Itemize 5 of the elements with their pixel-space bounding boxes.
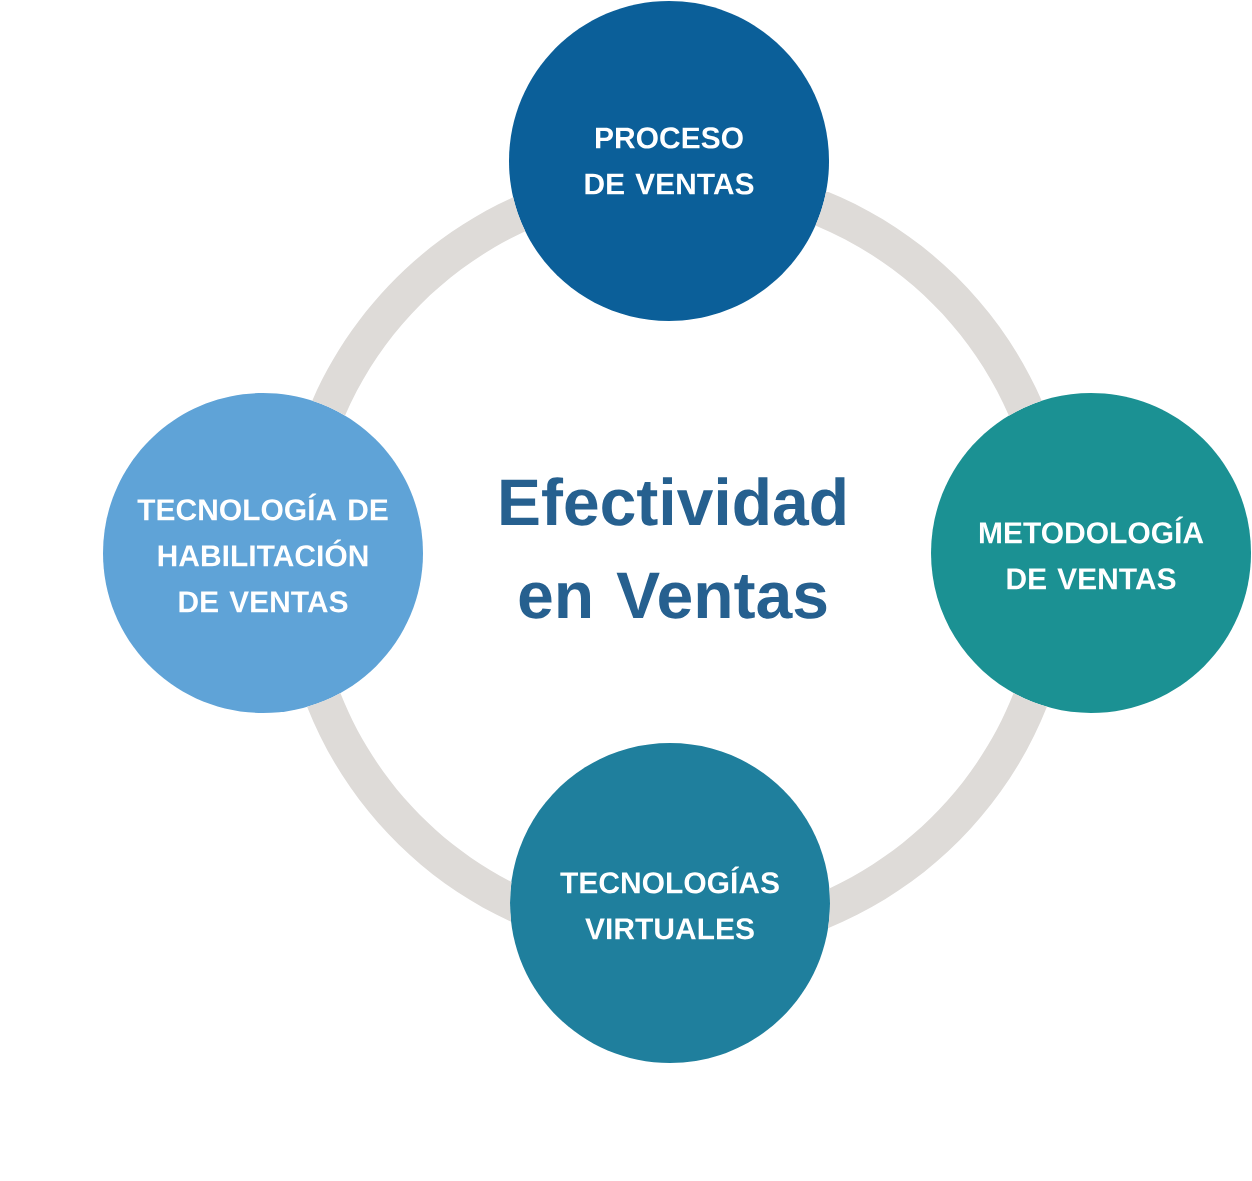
ring-arc xyxy=(307,693,512,922)
central-title: Efectividad en Ventas xyxy=(501,477,845,619)
ring-arc xyxy=(828,693,1047,929)
ring-arc xyxy=(815,191,1042,416)
ring-arc xyxy=(312,197,526,416)
